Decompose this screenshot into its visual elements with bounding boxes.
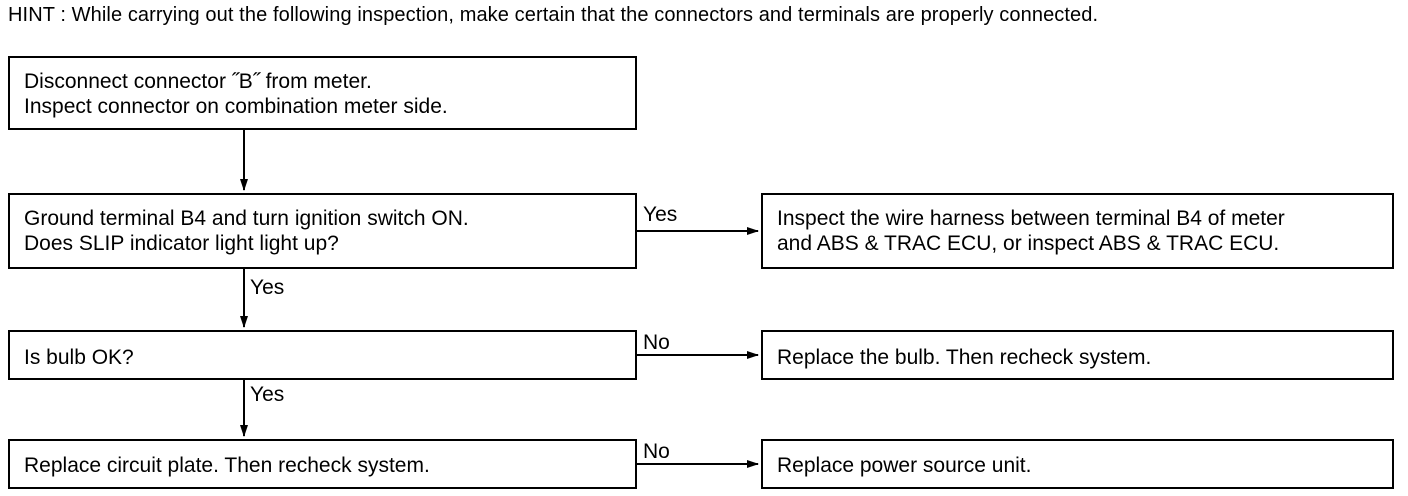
step1-line1: Disconnect connector ˝B˝ from meter. <box>24 70 372 93</box>
label-step4-no-right: No <box>643 440 670 463</box>
result-box-replace-power-source: Replace power source unit. <box>761 439 1394 489</box>
result2-line2: and ABS & TRAC ECU, or inspect ABS & TRA… <box>777 232 1280 255</box>
result4-line1: Replace power source unit. <box>777 454 1032 477</box>
result-box-inspect-wire-harness: Inspect the wire harness between termina… <box>761 193 1394 269</box>
result-box-replace-bulb: Replace the bulb. Then recheck system. <box>761 330 1394 380</box>
step2-line1: Ground terminal B4 and turn ignition swi… <box>24 207 469 230</box>
hint-text: HINT : While carrying out the following … <box>8 4 1099 26</box>
step1-line2: Inspect connector on combination meter s… <box>24 95 448 118</box>
step-box-ground-terminal: Ground terminal B4 and turn ignition swi… <box>8 193 637 269</box>
label-step3-yes-down: Yes <box>250 383 285 406</box>
result3-line1: Replace the bulb. Then recheck system. <box>777 346 1152 369</box>
label-step2-yes-right: Yes <box>643 203 678 226</box>
step2-line2: Does SLIP indicator light light up? <box>24 232 339 255</box>
step-box-bulb-ok: Is bulb OK? <box>8 330 637 380</box>
step-box-replace-circuit-plate: Replace circuit plate. Then recheck syst… <box>8 439 637 489</box>
step4-line1: Replace circuit plate. Then recheck syst… <box>24 454 430 477</box>
label-step2-yes-down: Yes <box>250 276 285 299</box>
step-box-disconnect-connector: Disconnect connector ˝B˝ from meter. Ins… <box>8 56 637 130</box>
result2-line1: Inspect the wire harness between termina… <box>777 207 1285 230</box>
step3-line1: Is bulb OK? <box>24 346 134 369</box>
label-step3-no-right: No <box>643 331 670 354</box>
